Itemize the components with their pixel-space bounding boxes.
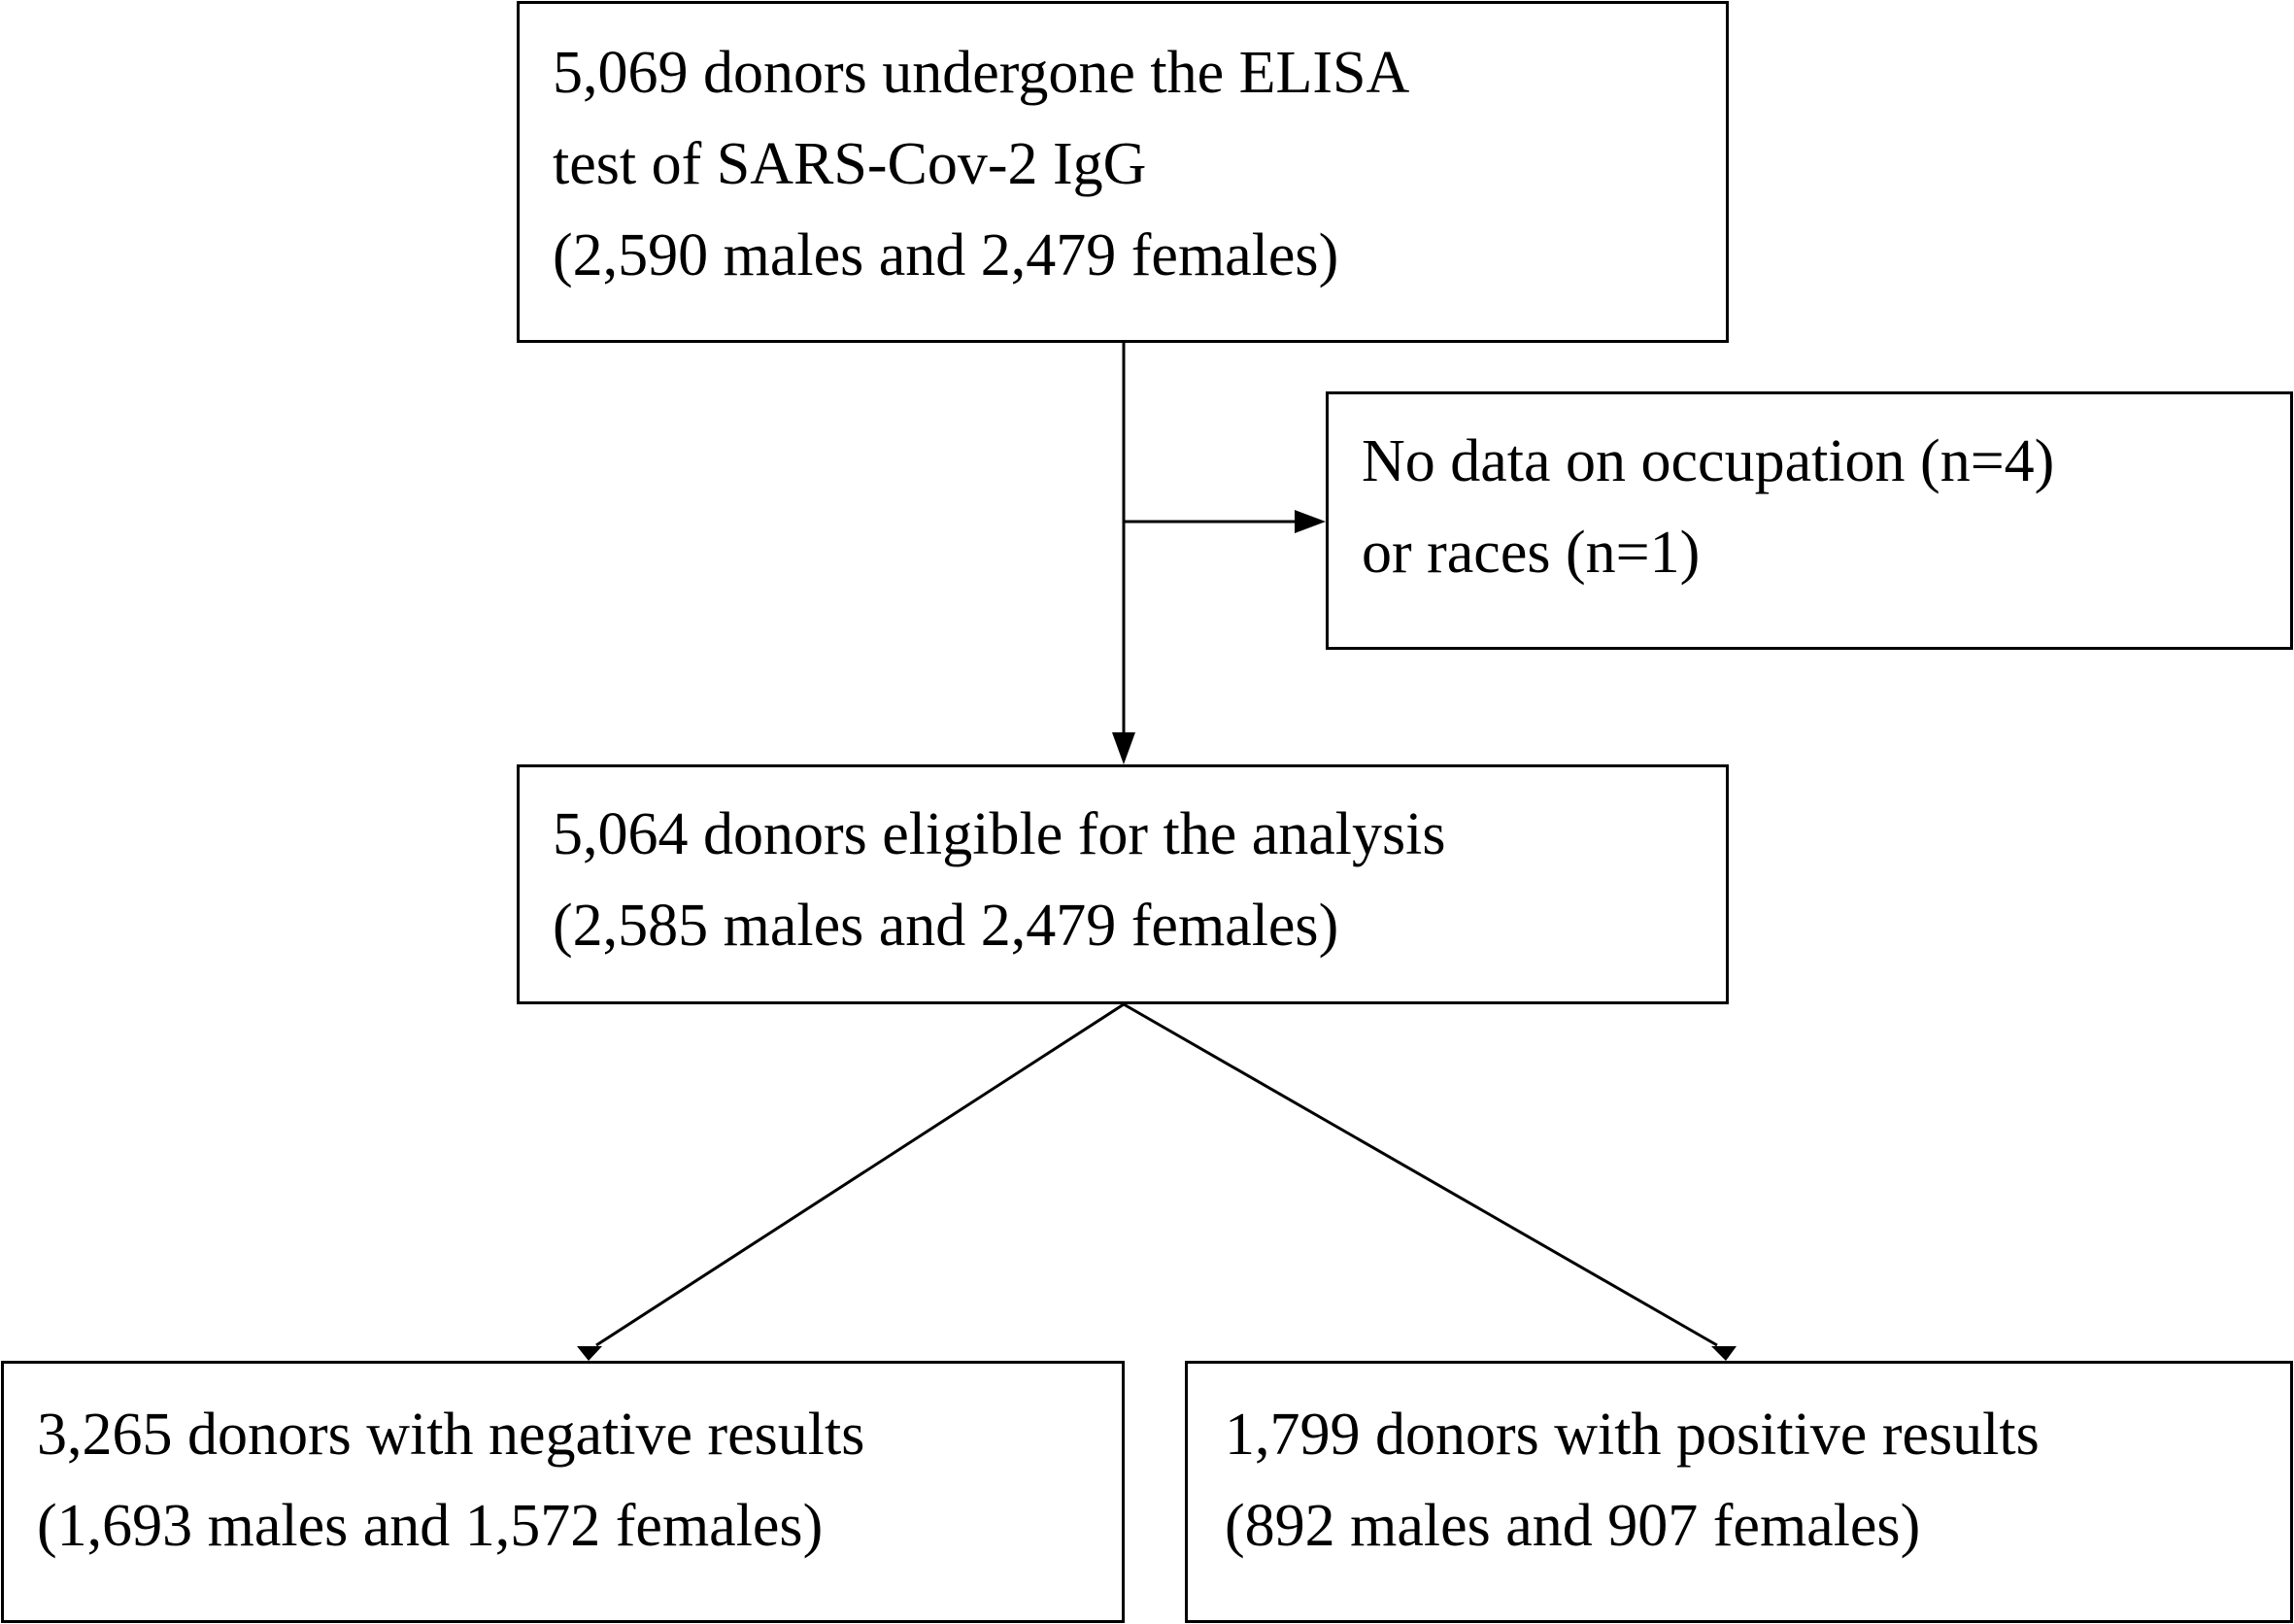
box-text-line: No data on occupation (n=4) — [1362, 428, 2055, 494]
connector-eligible-to-positive — [1123, 1002, 1718, 1347]
connector-eligible-to-negative — [595, 1002, 1125, 1347]
box-text-line: or races (n=1) — [1362, 520, 1701, 586]
arrowhead-exclude — [1295, 510, 1326, 533]
arrowhead-negative — [577, 1346, 602, 1361]
box-text-line: 1,799 donors with positive results — [1225, 1402, 2040, 1468]
box-text-line: test of SARS-Cov-2 IgG — [553, 131, 1147, 197]
box-negative-results: 3,265 donors with negative results (1,69… — [1, 1361, 1125, 1623]
arrowhead-eligible — [1112, 732, 1135, 764]
arrowhead-positive — [1711, 1346, 1737, 1361]
box-excluded-donors: No data on occupation (n=4) or races (n=… — [1326, 391, 2293, 650]
box-all-donors-tested: 5,069 donors undergone the ELISA test of… — [517, 1, 1729, 343]
box-text-line: 5,064 donors eligible for the analysis — [553, 801, 1446, 867]
box-text-line: 3,265 donors with negative results — [37, 1402, 865, 1468]
box-eligible-donors: 5,064 donors eligible for the analysis (… — [517, 764, 1729, 1004]
box-text-line: 5,069 donors undergone the ELISA — [553, 40, 1410, 106]
box-text-line: (2,590 males and 2,479 females) — [553, 222, 1339, 288]
box-text-line: (2,585 males and 2,479 females) — [553, 893, 1339, 959]
box-text-line: (892 males and 907 females) — [1225, 1493, 1921, 1559]
box-text-line: (1,693 males and 1,572 females) — [37, 1493, 824, 1559]
box-positive-results: 1,799 donors with positive results (892 … — [1185, 1361, 2293, 1623]
